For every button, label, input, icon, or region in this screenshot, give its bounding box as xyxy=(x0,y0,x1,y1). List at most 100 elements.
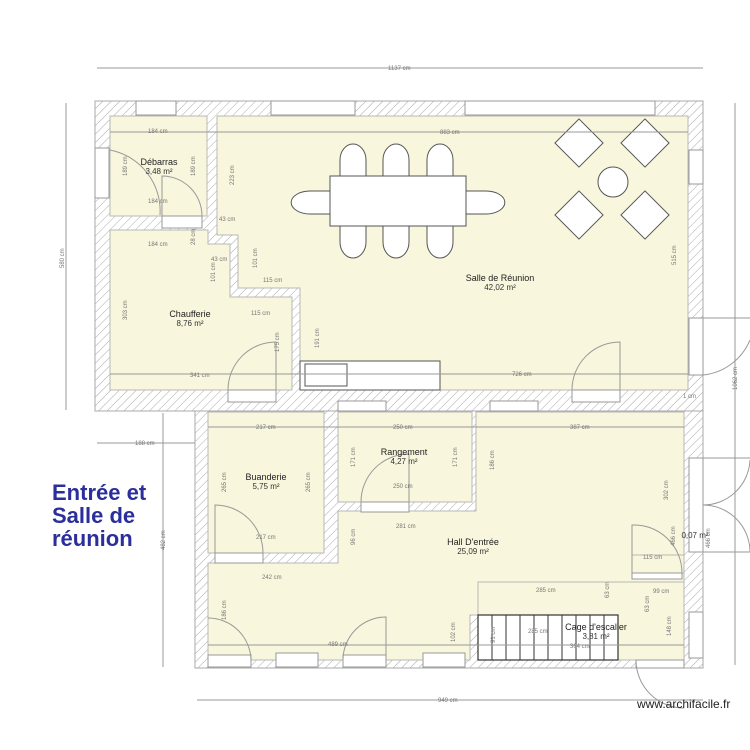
dim-label: 184 cm xyxy=(148,242,168,248)
window xyxy=(422,652,466,668)
dim-label: 115 cm xyxy=(643,555,662,561)
dim-label: 466 cm xyxy=(671,526,677,546)
room-chaufferie[interactable] xyxy=(109,229,293,391)
dim-label: 250 cm xyxy=(393,425,413,431)
sink-counter xyxy=(299,360,441,391)
room-area: 25,09 m² xyxy=(457,547,489,556)
dim-label: 482 cm xyxy=(161,530,167,550)
dim-label: 99 cm xyxy=(653,589,669,595)
room-name: Salle de Réunion xyxy=(466,273,535,283)
window xyxy=(270,100,356,116)
plan-title: Entrée et Salle de réunion xyxy=(52,481,146,550)
window xyxy=(489,400,539,412)
window xyxy=(94,147,110,199)
dim-label: 1 cm xyxy=(683,394,696,400)
room-area: 42,02 m² xyxy=(484,283,516,292)
door-rangement[interactable] xyxy=(360,453,410,513)
dim-label: 265 cm xyxy=(306,472,312,492)
dim-label: 28 cm xyxy=(191,229,197,245)
window xyxy=(337,400,387,412)
door-hall-bottom[interactable] xyxy=(342,616,387,668)
dim-label: 489 cm xyxy=(328,642,348,648)
dim-label: 387 cm xyxy=(570,425,590,431)
door-small-room[interactable] xyxy=(631,524,683,580)
door-chaufferie[interactable] xyxy=(227,341,277,403)
dim-label: 223 cm xyxy=(230,165,236,185)
door-debarras[interactable] xyxy=(109,149,203,229)
dim-label: 148 cm xyxy=(667,616,673,636)
dim-label: 250 cm xyxy=(393,484,413,490)
dim-label: 281 cm xyxy=(396,524,416,530)
door-salle-reunion[interactable] xyxy=(571,341,621,403)
dim-label: 186 cm xyxy=(222,600,228,620)
dim-label: 1137 cm xyxy=(388,66,411,72)
staircase xyxy=(477,614,619,661)
dim-label: 265 cm xyxy=(222,472,228,492)
dim-label: 1062 cm xyxy=(733,367,739,390)
window xyxy=(464,100,656,116)
room-area: 3,48 m² xyxy=(145,167,172,176)
dim-label: 63 cm xyxy=(645,596,651,612)
dim-label: 91 cm xyxy=(491,627,497,643)
dim-label: 303 cm xyxy=(123,300,129,320)
dim-label: 580 cm xyxy=(60,248,66,268)
dim-label: 96 cm xyxy=(351,529,357,545)
dim-label: 191 cm xyxy=(315,328,321,348)
dim-label: 285 cm xyxy=(528,629,548,635)
room-name: Hall D'entrée xyxy=(447,537,499,547)
dim-label: 175 cm xyxy=(275,332,281,352)
dim-label: 43 cm xyxy=(219,217,235,223)
window xyxy=(135,100,177,116)
room-name: Chaufferie xyxy=(169,309,210,319)
door-buanderie[interactable] xyxy=(214,504,264,564)
title-line: réunion xyxy=(52,526,133,551)
lounge-set xyxy=(554,118,670,240)
room-area: 5,75 m² xyxy=(252,482,279,491)
dim-label: 171 cm xyxy=(453,447,459,467)
door-exterior-right-upper[interactable] xyxy=(688,317,750,376)
dim-label: 302 cm xyxy=(664,480,670,500)
dim-label: 726 cm xyxy=(512,372,532,378)
room-buanderie[interactable] xyxy=(207,411,325,554)
room-name: Cage d'escalier xyxy=(565,622,627,632)
dim-label: 217 cm xyxy=(256,425,276,431)
room-name: Débarras xyxy=(140,157,178,167)
dim-label: 101 cm xyxy=(211,262,217,282)
dim-label: 285 cm xyxy=(536,588,556,594)
room-area: 0,07 m² xyxy=(681,531,708,540)
meeting-table xyxy=(290,143,506,259)
dim-label: 883 cm xyxy=(440,130,460,136)
dim-label: 188 cm xyxy=(135,441,155,447)
room-area: 8,76 m² xyxy=(176,319,203,328)
dim-label: 341 cm xyxy=(190,373,210,379)
room-area: 3,81 m² xyxy=(582,632,609,641)
title-line: Salle de xyxy=(52,503,136,528)
dimension-labels: 1137 cm 580 cm 1062 cm 188 cm 482 cm 949… xyxy=(60,66,739,704)
room-name: Rangement xyxy=(381,447,428,457)
dim-label: 63 cm xyxy=(605,582,611,598)
dim-label: 184 cm xyxy=(148,129,168,135)
window xyxy=(275,652,319,668)
dim-label: 217 cm xyxy=(256,535,276,541)
dim-label: 186 cm xyxy=(490,450,496,470)
dim-label: 115 cm xyxy=(263,278,282,284)
dim-label: 171 cm xyxy=(351,447,357,467)
dim-label: 102 cm xyxy=(451,622,457,642)
room-name: Buanderie xyxy=(245,472,286,482)
dim-label: 115 cm xyxy=(251,311,270,317)
door-cage-escalier[interactable] xyxy=(635,659,685,709)
dim-label: 466 cm xyxy=(706,528,712,548)
dim-label: 184 cm xyxy=(148,199,168,205)
window xyxy=(688,149,704,185)
dim-label: 189 cm xyxy=(123,156,129,176)
dim-label: 949 cm xyxy=(438,698,458,704)
window xyxy=(688,611,704,659)
title-line: Entrée et xyxy=(52,480,147,505)
dim-label: 515 cm xyxy=(672,245,678,265)
room-debarras[interactable] xyxy=(109,115,208,217)
room-area: 4,27 m² xyxy=(390,457,417,466)
watermark: www.archifacile.fr xyxy=(637,697,731,711)
room-labels: Débarras 3,48 m² Chaufferie 8,76 m² Sall… xyxy=(140,157,708,641)
door-hall-left[interactable] xyxy=(207,617,252,668)
